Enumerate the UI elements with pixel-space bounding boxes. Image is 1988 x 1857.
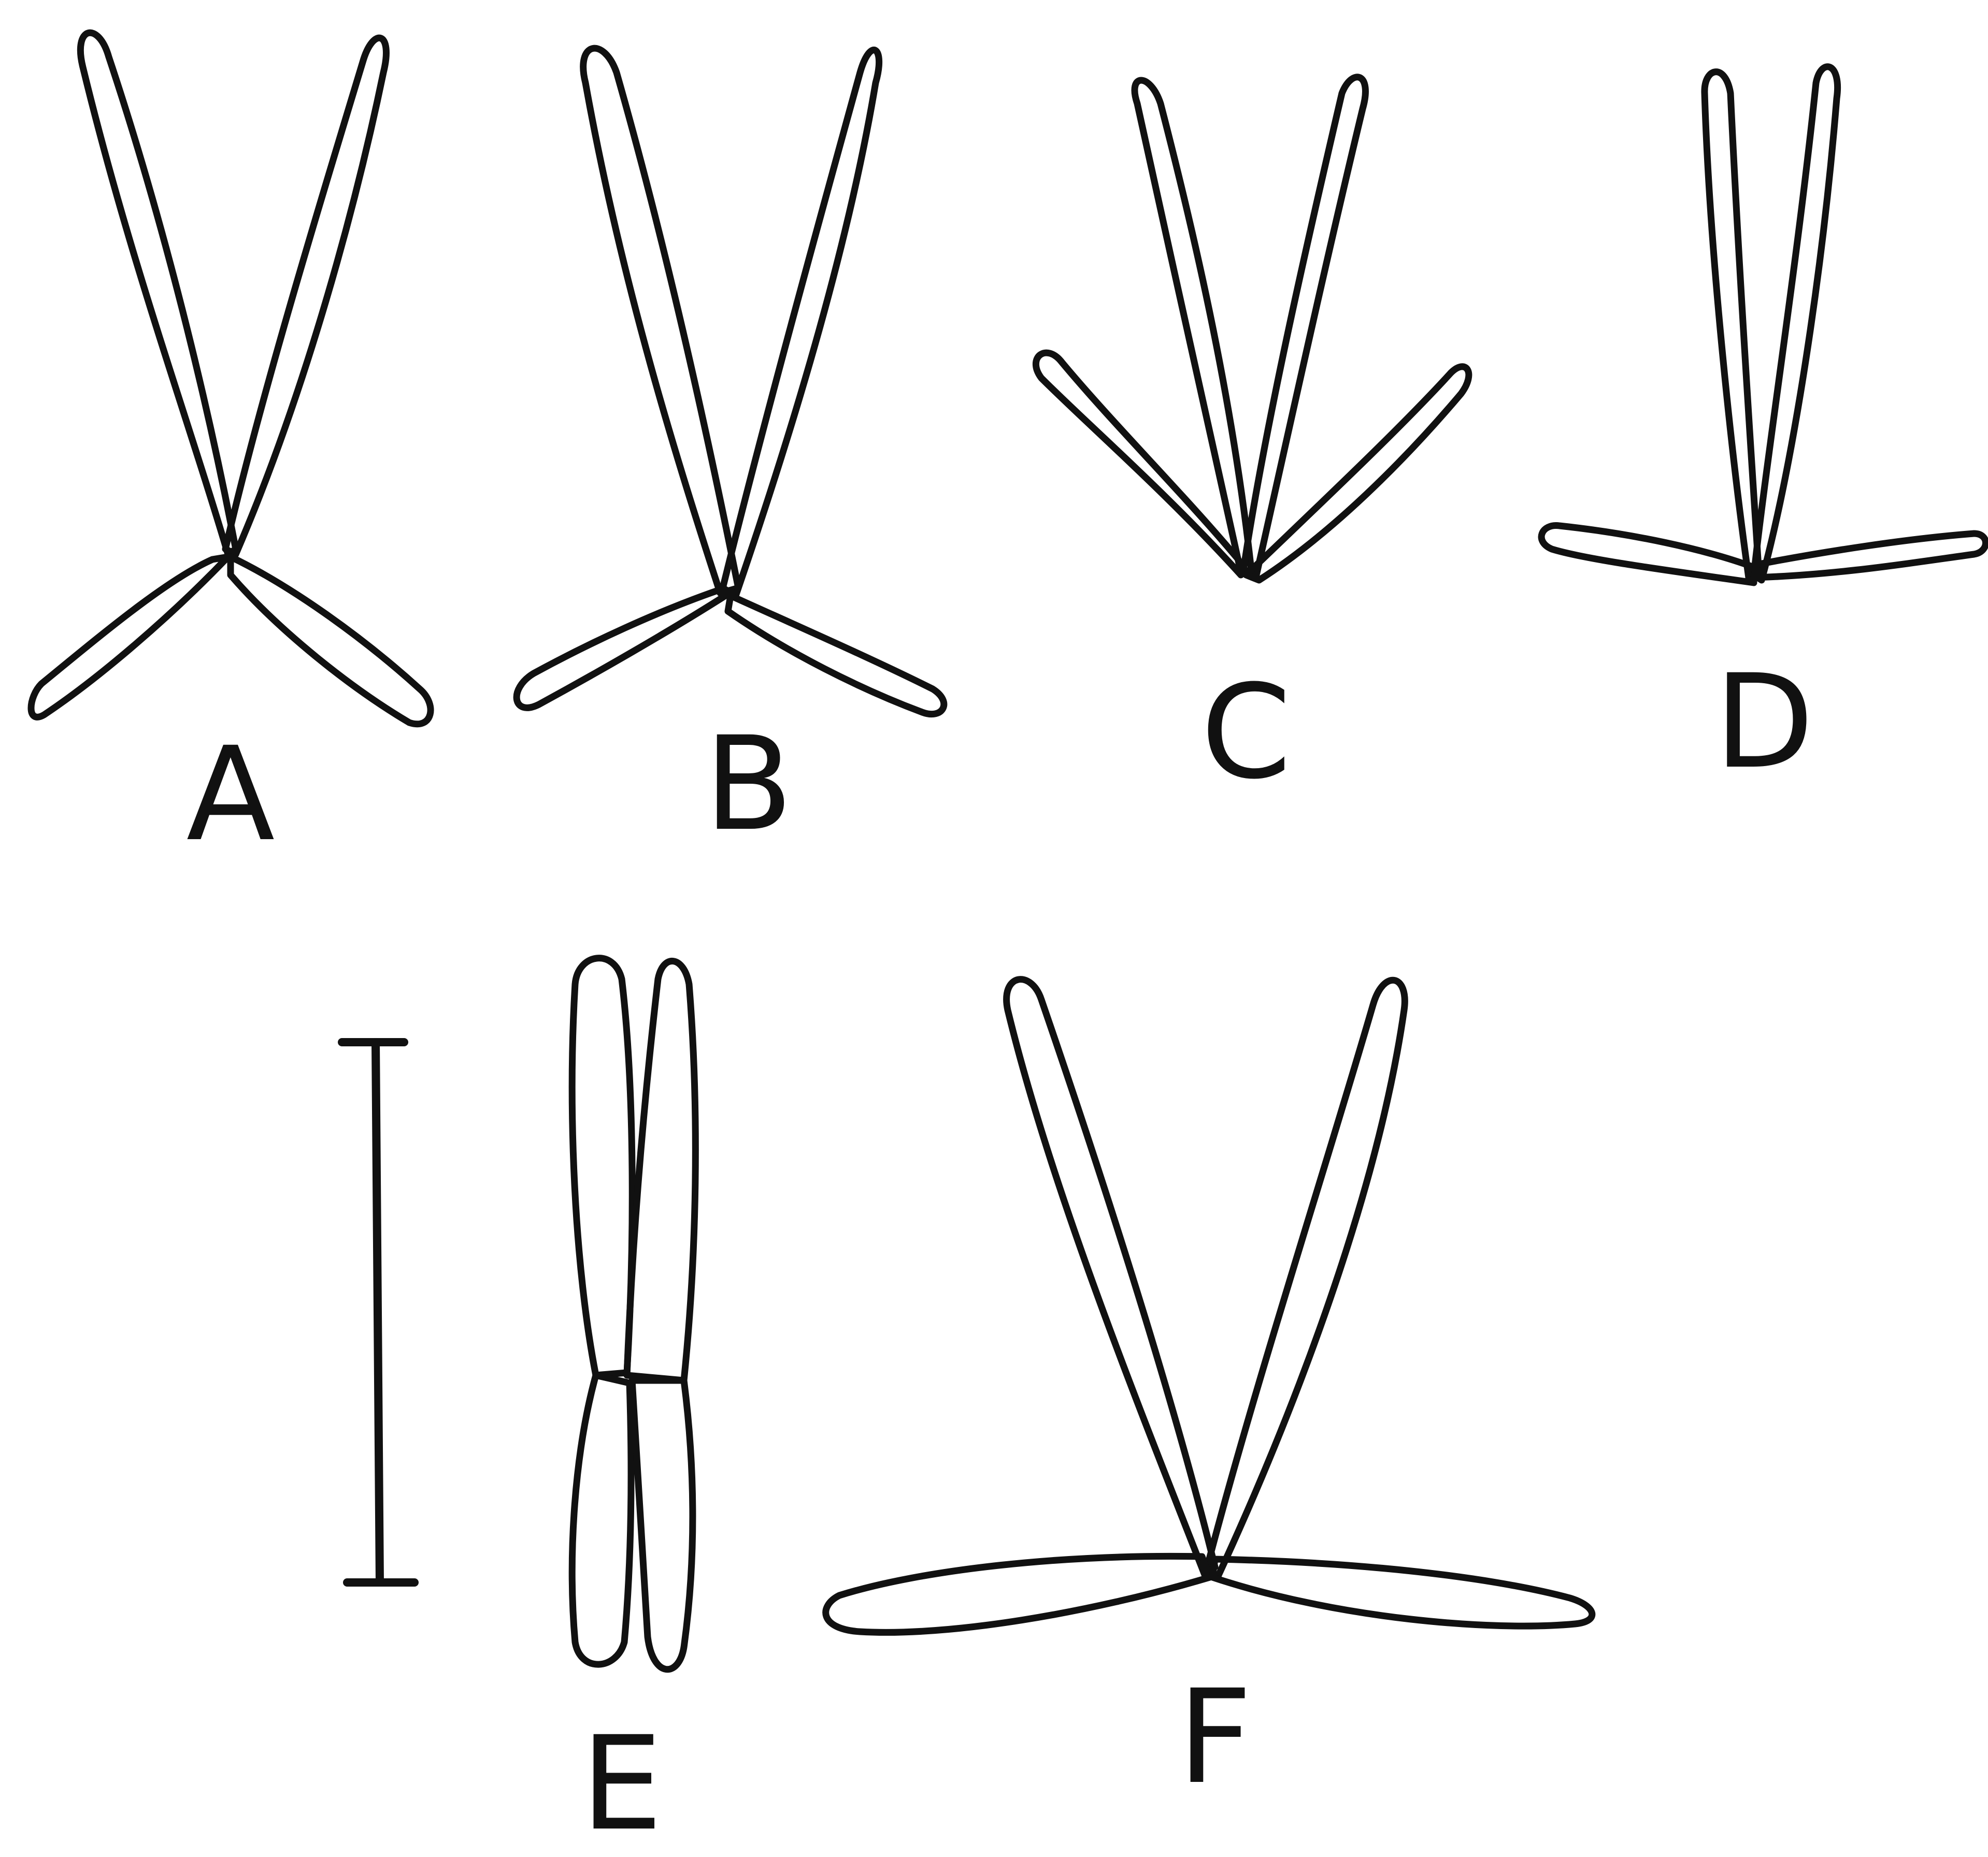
panel-b-petal-lower-right <box>728 596 944 714</box>
panel-e: E <box>572 958 695 1857</box>
panel-c-petal-upper-right <box>1243 77 1365 575</box>
panel-b: B <box>517 48 944 859</box>
panel-e-petal-upper-right <box>627 961 695 1380</box>
panel-f-petal-upper-left <box>1007 980 1215 1575</box>
panel-d-petal-upper-right <box>1754 67 1838 580</box>
scale-bar <box>342 1042 414 1582</box>
panel-a-label: A <box>186 719 275 870</box>
scale-bar-stem <box>376 1042 380 1582</box>
panel-d-petal-upper-left <box>1705 72 1759 578</box>
panel-e-petal-upper-left <box>572 958 632 1375</box>
panel-a-petal-upper-right <box>225 38 386 554</box>
panel-c-petal-left <box>1036 353 1241 575</box>
panel-d-label: D <box>1714 646 1814 797</box>
panel-c-label: C <box>1201 657 1292 808</box>
panel-f-label: F <box>1178 1662 1252 1812</box>
panel-d-petal-left <box>1541 526 1754 583</box>
panel-e-petal-lower-left <box>572 1375 631 1664</box>
panel-d: D <box>1541 67 1985 797</box>
panel-d-petal-right <box>1754 534 1986 578</box>
panel-a: A <box>31 33 431 870</box>
panel-a-petal-lower-left <box>31 557 228 717</box>
panel-b-petal-upper-right <box>723 50 879 596</box>
panel-c-petal-upper-left <box>1135 80 1251 572</box>
panel-e-label: E <box>581 1708 663 1857</box>
panel-b-label: B <box>704 709 793 859</box>
panel-f-petal-upper-right <box>1207 980 1405 1577</box>
panel-b-petal-upper-left <box>583 48 738 593</box>
panel-f-petal-left <box>826 1556 1210 1632</box>
panel-e-petal-lower-right <box>632 1380 693 1669</box>
panel-c: C <box>1036 77 1468 808</box>
panel-b-petal-lower-left <box>517 591 725 708</box>
panel-f: F <box>826 980 1592 1812</box>
panel-a-petal-upper-left <box>80 33 236 554</box>
panel-a-petal-lower-right <box>231 557 431 724</box>
panel-f-petal-right <box>1212 1559 1592 1626</box>
